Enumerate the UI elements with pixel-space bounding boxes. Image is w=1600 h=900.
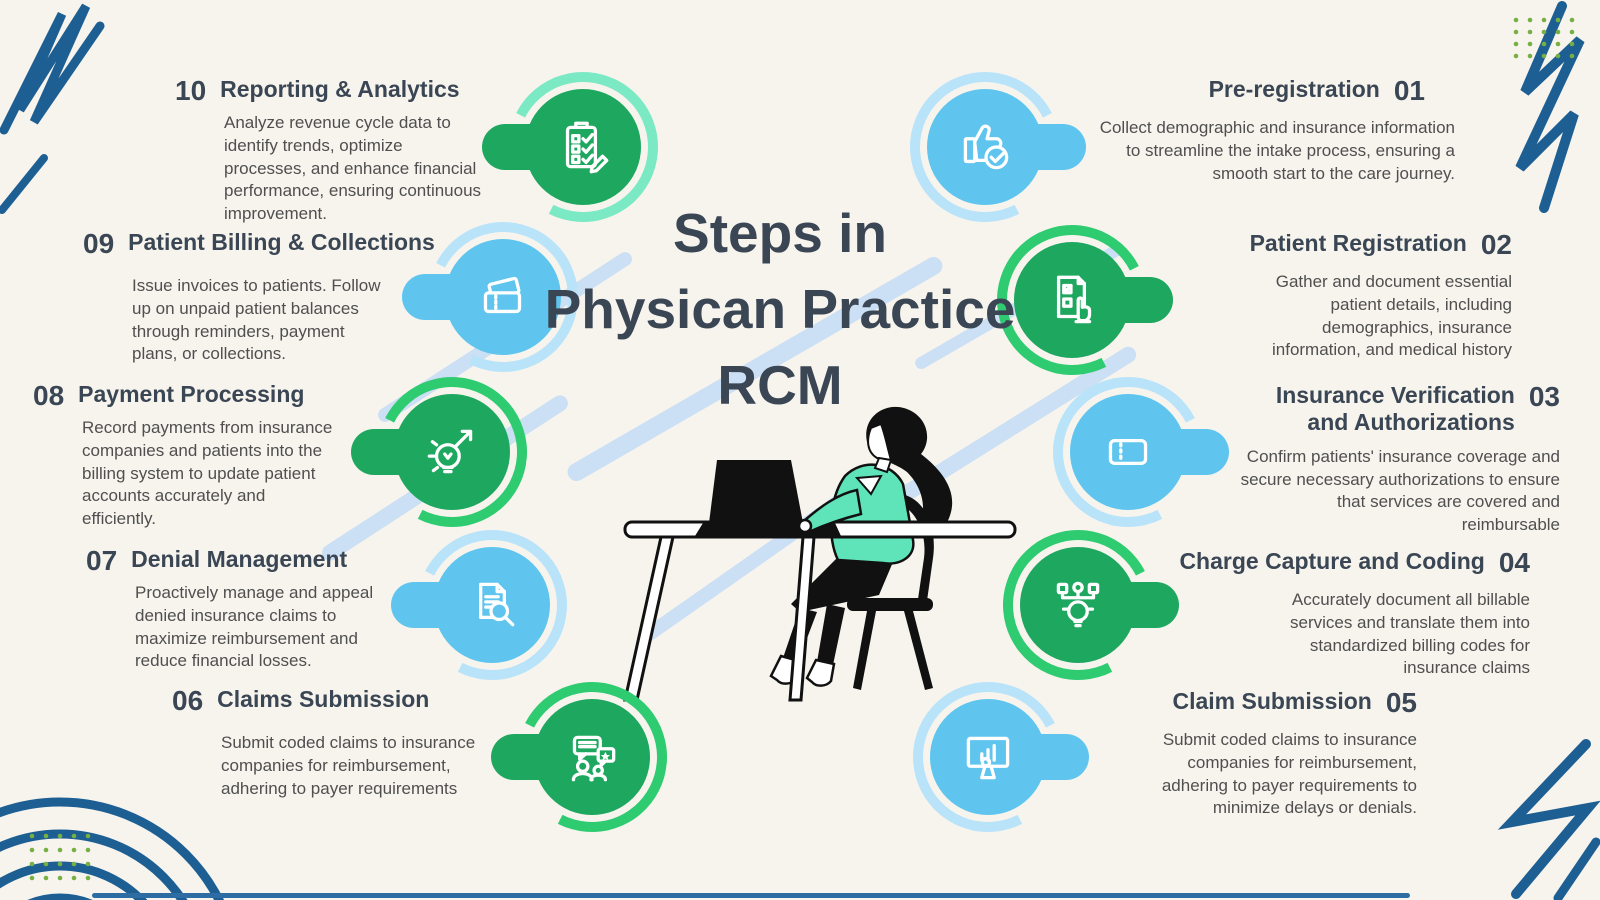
page-title-line3: RCM (717, 353, 843, 416)
step-title: Insurance Verification and Authorization… (1275, 382, 1515, 436)
step-title: Charge Capture and Coding (1179, 548, 1485, 574)
tickets-icon (483, 276, 522, 314)
step-description: Collect demographic and insurance inform… (1099, 118, 1455, 183)
bottom-accent-line (92, 893, 1410, 898)
step-number: 07 (86, 545, 118, 576)
step-number: 06 (172, 685, 204, 716)
badge-disc (445, 239, 561, 355)
step-number: 09 (83, 228, 115, 259)
step-number: 04 (1498, 547, 1530, 578)
badge-disc (1070, 394, 1186, 510)
ticket-icon (1108, 439, 1148, 465)
page-title-line2: Physican Practice (544, 277, 1016, 340)
badge-disc (930, 699, 1046, 815)
step-title: Claims Submission (217, 686, 430, 712)
step-02-block: Patient Registration 02 Gather and docum… (1092, 230, 1512, 362)
step-number: 03 (1528, 381, 1560, 412)
step-08-badge (351, 357, 547, 547)
step-number: 02 (1480, 229, 1512, 260)
step-title: Patient Registration (1249, 230, 1467, 256)
lightbulb-arrow-icon (427, 429, 473, 474)
step-07-badge (391, 510, 587, 700)
step-description: Analyze revenue cycle data to identify t… (224, 113, 482, 223)
step-number: 08 (33, 380, 65, 411)
step-title: Payment Processing (78, 381, 305, 407)
step-02-badge (977, 205, 1173, 395)
step-01-block: Pre-registration 01 Collect demographic … (1075, 76, 1455, 185)
step-05-block: Claim Submission 05 Submit coded claims … (1077, 688, 1417, 820)
step-title: Pre-registration (1208, 76, 1380, 102)
step-number: 05 (1385, 687, 1417, 718)
badge-disc (1014, 242, 1130, 358)
step-description: Submit coded claims to insurance compani… (1161, 730, 1417, 818)
step-description: Issue invoices to patients. Follow up on… (132, 276, 381, 364)
page-title-line1: Steps in (673, 202, 887, 264)
step-01-badge (890, 52, 1086, 242)
step-10-block: 10 Reporting & Analytics Analyze revenue… (175, 76, 486, 225)
step-08-block: 08 Payment Processing Record payments fr… (33, 381, 334, 530)
hierarchy-lightbulb-icon (1056, 581, 1100, 628)
step-description: Record payments from insurance companies… (82, 418, 333, 528)
step-09-block: 09 Patient Billing & Collections Issue i… (83, 229, 435, 366)
bottom-left-dot-grid (29, 833, 91, 881)
thumbs-up-check-icon (963, 124, 1009, 170)
bottom-left-arcs (0, 797, 224, 900)
form-hand-icon (1056, 275, 1092, 324)
step-number: 10 (175, 75, 207, 106)
badge-disc (1020, 547, 1136, 663)
step-description: Submit coded claims to insurance compani… (221, 733, 476, 798)
step-description: Gather and document essential patient de… (1271, 272, 1512, 360)
step-description: Proactively manage and appeal denied ins… (135, 583, 374, 671)
step-06-block: 06 Claims Submission Submit coded claims… (172, 686, 481, 800)
top-right-dot-grid (1513, 17, 1575, 59)
step-title: Patient Billing & Collections (128, 229, 435, 255)
page-title: Steps in Physican Practice RCM (520, 196, 1040, 424)
document-search-icon (479, 582, 515, 627)
step-05-badge (893, 662, 1089, 852)
step-04-block: Charge Capture and Coding 04 Accurately … (1080, 548, 1530, 680)
step-07-block: 07 Denial Management Proactively manage … (86, 546, 377, 673)
clipboard-check-icon (565, 121, 609, 174)
badge-disc (534, 699, 650, 815)
top-right-scribble (1513, 1, 1585, 213)
step-03-badge (1033, 357, 1229, 547)
step-03-block: Insurance Verification and Authorization… (1080, 382, 1560, 537)
step-04-badge (983, 510, 1179, 700)
step-title: Reporting & Analytics (220, 76, 460, 102)
badge-disc (927, 89, 1043, 205)
step-title: Claim Submission (1172, 688, 1372, 714)
monitor-chart-icon (966, 736, 1010, 780)
badge-disc (394, 394, 510, 510)
step-description: Confirm patients' insurance coverage and… (1240, 447, 1560, 535)
top-left-scribble (0, 3, 105, 214)
woman-at-laptop-illustration (595, 390, 1025, 705)
chat-people-icon (571, 735, 616, 782)
step-10-badge (482, 52, 678, 242)
badge-disc (525, 89, 641, 205)
step-description: Accurately document all billable service… (1289, 590, 1530, 678)
step-09-badge (402, 202, 598, 392)
badge-disc (434, 547, 550, 663)
step-title: Denial Management (131, 546, 348, 572)
bottom-right-scribble (1497, 739, 1600, 900)
step-number: 01 (1393, 75, 1425, 106)
step-06-badge (491, 662, 687, 852)
